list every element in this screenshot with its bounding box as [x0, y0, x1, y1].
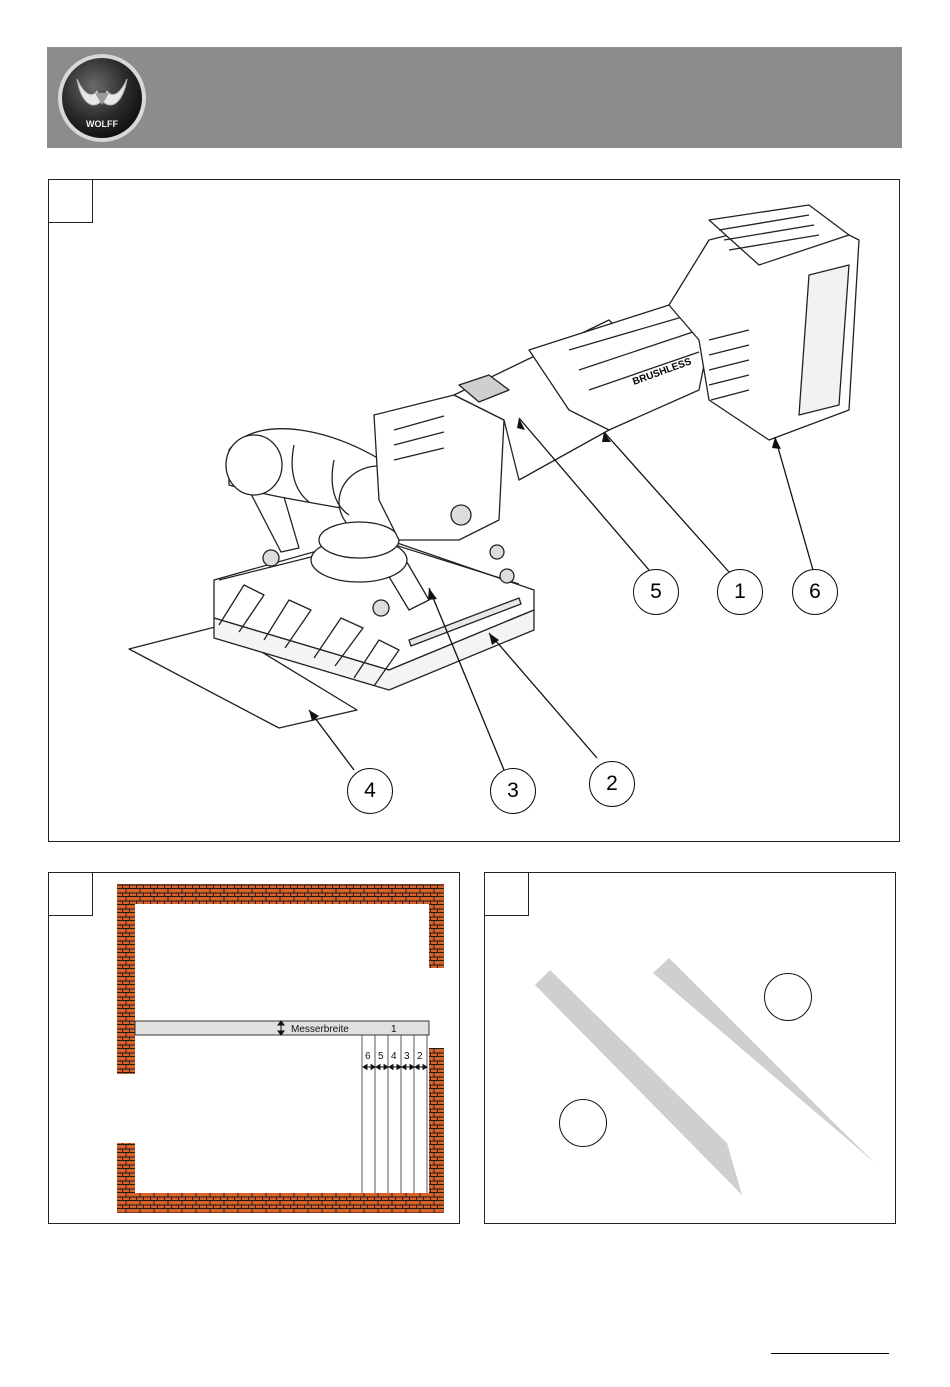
callout-circle-left: [559, 1099, 607, 1147]
lane-arrows: [363, 1065, 427, 1070]
callout-6-label: 6: [809, 580, 821, 604]
tool-drawing: BRUSHLESS: [49, 180, 901, 843]
brick-wall-bottom: [117, 1193, 444, 1213]
callout-6: 6: [792, 569, 838, 615]
callout-4: 4: [347, 768, 393, 814]
figure-3-panel: [484, 872, 896, 1224]
lane-number-3: 3: [404, 1051, 410, 1062]
callout-1-label: 1: [734, 580, 746, 604]
callout-3-label: 3: [507, 779, 519, 803]
callout-5-label: 5: [650, 580, 662, 604]
callout-2-label: 2: [606, 772, 618, 796]
room-layout-drawing: Messerbreite 1 6 5 4 3 2: [49, 873, 461, 1225]
strip-number: 1: [391, 1024, 397, 1035]
lane-number-6: 6: [365, 1051, 371, 1062]
figure-2-panel: Messerbreite 1 6 5 4 3 2: [48, 872, 460, 1224]
lane-number-5: 5: [378, 1051, 384, 1062]
blade-angle-drawing: [485, 873, 897, 1225]
callout-2: 2: [589, 761, 635, 807]
callout-3: 3: [490, 768, 536, 814]
wolff-logo: WOLFF: [57, 53, 147, 143]
lane-number-2: 2: [417, 1051, 423, 1062]
lane-number-4: 4: [391, 1051, 397, 1062]
callout-circle-right: [764, 973, 812, 1021]
strip-label: Messerbreite: [291, 1024, 349, 1035]
brick-wall-top: [117, 884, 444, 904]
brand-name: WOLFF: [86, 119, 118, 129]
figure-1-panel: BRUSHLESS 5 1 6 4 3 2: [48, 179, 900, 842]
footer-line: [771, 1353, 889, 1354]
brick-wall-right-upper: [429, 904, 444, 968]
figure-number-box: [48, 872, 93, 916]
callout-4-label: 4: [364, 779, 376, 803]
callout-1: 1: [717, 569, 763, 615]
header-band: WOLFF: [47, 47, 902, 148]
callout-5: 5: [633, 569, 679, 615]
brick-wall-left-upper: [117, 904, 135, 1074]
brick-wall-right-lower: [429, 1048, 444, 1213]
